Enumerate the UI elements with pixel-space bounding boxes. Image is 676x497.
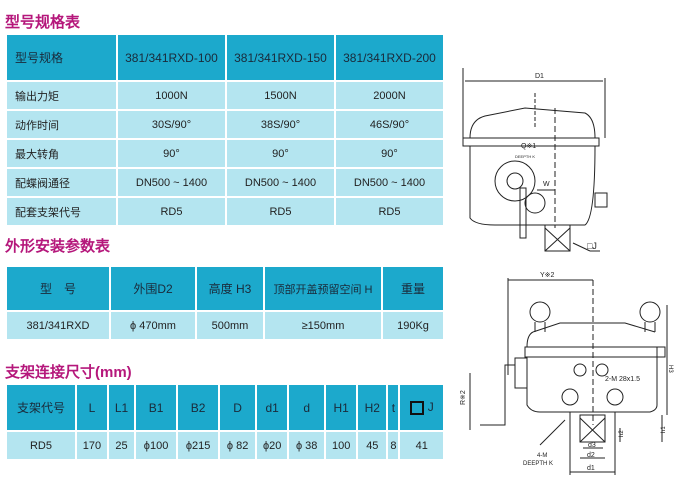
label-w: W <box>543 181 550 188</box>
label-deepth-k: DEEPTH K <box>523 461 553 467</box>
table-cell: 381/341RXD <box>7 312 109 339</box>
header-cell: 高度 H3 <box>197 267 263 310</box>
table-cell: 170 <box>77 432 107 459</box>
header-cell: t <box>388 385 399 430</box>
table-cell: 8 <box>388 432 399 459</box>
table-cell: ϕ215 <box>178 432 219 459</box>
table-cell: RD5 <box>227 198 334 225</box>
label-d3: d3 <box>588 442 596 449</box>
install-table-title: 外形安装参数表 <box>5 238 111 255</box>
header-cell: 型 号 <box>7 267 109 310</box>
table-cell: ϕ20 <box>257 432 288 459</box>
table-cell: 2000N <box>336 82 443 109</box>
label-r: R※2 <box>460 390 467 405</box>
table-cell: 100 <box>326 432 357 459</box>
table-cell: ϕ100 <box>136 432 177 459</box>
table-cell: 动作时间 <box>7 111 116 138</box>
header-cell: L <box>77 385 107 430</box>
table-cell: RD5 <box>7 432 75 459</box>
table-cell: DN500 ~ 1400 <box>227 169 334 196</box>
spec-table-title: 型号规格表 <box>5 14 81 31</box>
header-cell: 型号规格 <box>7 35 116 80</box>
actuator-front-drawing: D1 □J Q※1 DEEPTH K W <box>462 68 608 252</box>
table-cell: ϕ 470mm <box>111 312 195 339</box>
label-y: Y※2 <box>540 272 555 279</box>
actuator-side-drawing: Y※2 2-M 28x1.5 R※2 H3 d3 d2 d1 4-M DEEPT… <box>460 272 673 475</box>
table-cell: 190Kg <box>383 312 443 339</box>
header-cell: d <box>289 385 325 430</box>
table-cell: RD5 <box>118 198 225 225</box>
header-cell: 重量 <box>383 267 443 310</box>
table-cell: 90° <box>118 140 225 167</box>
label-d1: d1 <box>587 465 595 472</box>
header-cell: d1 <box>257 385 288 430</box>
bracket-table-title: 支架连接尺寸(mm) <box>5 364 132 381</box>
label-h2: h2 <box>619 430 625 437</box>
table-cell: 30S/90° <box>118 111 225 138</box>
table-cell: 500mm <box>197 312 263 339</box>
header-cell: 顶部开盖预留空间 H <box>265 267 381 310</box>
table-cell: 输出力矩 <box>7 82 116 109</box>
table-cell: 90° <box>227 140 334 167</box>
label-4m: 4-M <box>537 453 547 459</box>
table-cell: 配蝶阀通径 <box>7 169 116 196</box>
header-cell: 381/341RXD-100 <box>118 35 225 80</box>
table-cell: ϕ 82 <box>220 432 256 459</box>
header-cell: B1 <box>136 385 177 430</box>
table-cell: 1000N <box>118 82 225 109</box>
label-d2: d2 <box>587 452 595 459</box>
table-cell: 1500N <box>227 82 334 109</box>
table-cell: RD5 <box>336 198 443 225</box>
header-cell: 381/341RXD-150 <box>227 35 334 80</box>
table-cell: 最大转角 <box>7 140 116 167</box>
table-cell: 41 <box>400 432 443 459</box>
header-cell: D <box>220 385 256 430</box>
header-cell: B2 <box>178 385 219 430</box>
label-h3: H3 <box>667 365 673 373</box>
label-deepth: DEEPTH K <box>515 154 535 159</box>
header-cell: 支架代号 <box>7 385 75 430</box>
table-cell: 38S/90° <box>227 111 334 138</box>
label-h1: h1 <box>661 426 667 433</box>
table-cell: 配套支架代号 <box>7 198 116 225</box>
label-2m: 2-M 28x1.5 <box>605 376 640 383</box>
header-cell: 381/341RXD-200 <box>336 35 443 80</box>
table-cell: ≥150mm <box>265 312 381 339</box>
label-q: Q※1 <box>521 143 536 150</box>
table-cell: DN500 ~ 1400 <box>118 169 225 196</box>
table-cell: ϕ 38 <box>289 432 325 459</box>
square-icon <box>409 400 424 415</box>
header-label: J <box>427 400 434 415</box>
header-cell: H1 <box>326 385 357 430</box>
header-cell: 外围D2 <box>111 267 195 310</box>
table-cell: 45 <box>358 432 387 459</box>
header-cell: H2 <box>358 385 387 430</box>
label-j: □J <box>587 241 597 251</box>
table-cell: DN500 ~ 1400 <box>336 169 443 196</box>
header-cell: L1 <box>108 385 135 430</box>
table-cell: 46S/90° <box>336 111 443 138</box>
header-cell: J <box>400 385 443 430</box>
label-d1: D1 <box>535 73 544 80</box>
table-cell: 90° <box>336 140 443 167</box>
table-cell: 25 <box>108 432 135 459</box>
